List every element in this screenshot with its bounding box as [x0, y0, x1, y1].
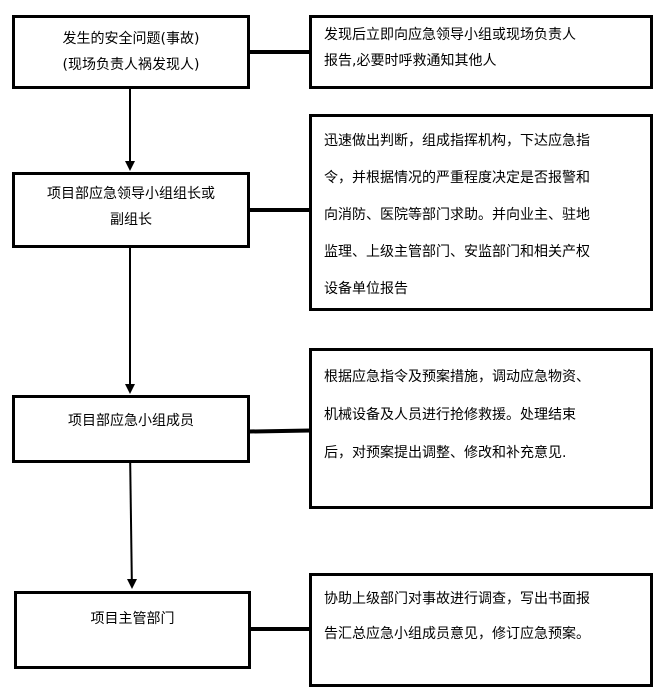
step-1-box: 发生的安全问题(事故) (现场负责人祸发现人) — [12, 15, 250, 89]
step-2-action-box: 迅速做出判断，组成指挥机构，下达应急指 令，并根据情况的严重程度决定是否报警和 … — [309, 114, 653, 311]
step-4-title-line-1: 项目主管部门 — [90, 611, 175, 627]
arrow-1-2-head — [125, 161, 135, 171]
step-4-action-box: 协助上级部门对事故进行调查，写出书面报 告汇总应急小组成员意见，修订应急预案。 — [309, 573, 653, 687]
arrow-1-2-shaft — [129, 89, 131, 161]
step-1-connector — [249, 50, 310, 54]
step-1-title-line-1: 发生的安全问题(事故) — [62, 31, 200, 47]
arrow-3-4-head — [127, 579, 137, 589]
step-4-action-line-1: 协助上级部门对事故进行调查，写出书面报 — [324, 591, 590, 607]
step-2-action-line-5: 设备单位报告 — [324, 281, 408, 297]
step-3-action-line-2: 机械设备及人员进行抢修救援。处理结束 — [324, 407, 576, 423]
step-2-title-line-2: 副组长 — [110, 212, 152, 228]
step-1-action-line-1: 发现后立即向应急领导小组或现场负责人 — [324, 27, 576, 43]
step-1-action-line-2: 报告,必要时呼救通知其他人 — [324, 53, 497, 69]
arrow-2-3-head — [125, 384, 135, 394]
step-1-title-line-2: (现场负责人祸发现人) — [62, 57, 200, 73]
step-4-action-line-2: 告汇总应急小组成员意见，修订应急预案。 — [324, 626, 590, 642]
step-3-title-line-1: 项目部应急小组成员 — [68, 413, 194, 429]
step-3-action-line-3: 后，对预案提出调整、修改和补充意见. — [324, 445, 567, 461]
step-2-title-line-1: 项目部应急领导小组组长或 — [47, 186, 215, 202]
step-2-action-line-4: 监理、上级主管部门、安监部门和相关产权 — [324, 244, 590, 260]
step-2-box: 项目部应急领导小组组长或 副组长 — [12, 172, 250, 248]
step-3-action-line-1: 根据应急指令及预案措施，调动应急物资、 — [324, 369, 590, 385]
step-2-action-line-3: 向消防、医院等部门求助。并向业主、驻地 — [324, 207, 590, 223]
step-2-connector — [249, 208, 310, 212]
step-3-connector — [248, 428, 311, 434]
step-2-action-line-2: 令，并根据情况的严重程度决定是否报警和 — [324, 170, 590, 186]
step-3-box: 项目部应急小组成员 — [12, 395, 250, 463]
arrow-3-4-shaft — [129, 462, 133, 580]
step-4-connector — [250, 627, 310, 631]
step-2-action-line-1: 迅速做出判断，组成指挥机构，下达应急指 — [324, 133, 590, 149]
step-1-action-box: 发现后立即向应急领导小组或现场负责人 报告,必要时呼救通知其他人 — [309, 15, 653, 89]
step-3-action-box: 根据应急指令及预案措施，调动应急物资、 机械设备及人员进行抢修救援。处理结束 后… — [309, 348, 653, 509]
arrow-2-3-shaft — [129, 248, 131, 384]
step-4-box: 项目主管部门 — [14, 591, 251, 669]
